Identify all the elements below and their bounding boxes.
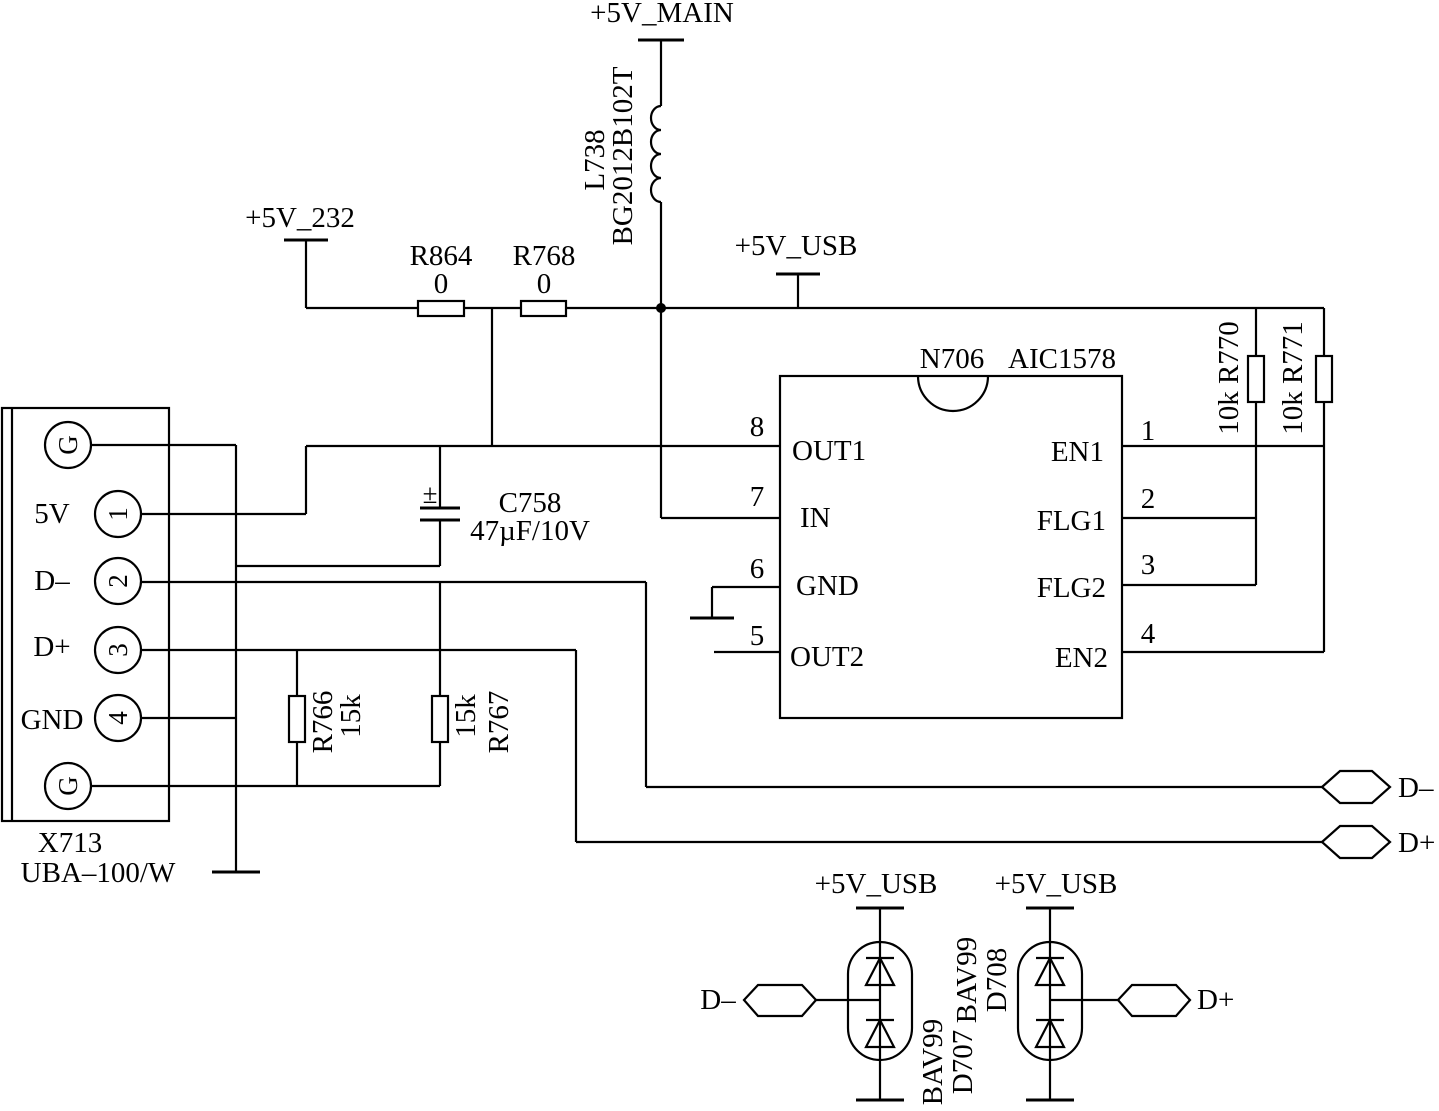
pin-3-name: FLG2 (1037, 572, 1106, 604)
ic-right-wiring (1122, 444, 1324, 654)
rail-5v-main-label: +5V_MAIN (590, 0, 734, 29)
pin-1-label: 5V (34, 498, 70, 530)
x713-part: UBA–100/W (21, 857, 176, 889)
pin-8-num: 8 (750, 411, 765, 443)
pin-8-name: OUT1 (792, 435, 866, 467)
pin-1-num: 1 (1141, 415, 1156, 447)
pin-2-label: D– (34, 565, 70, 597)
pin-5-num: 5 (750, 620, 765, 652)
ic-n706: N706 AIC1578 8 OUT1 7 IN 6 GND 5 OUT2 1 … (750, 343, 1156, 720)
d708-ref: D708 (981, 948, 1013, 1012)
junction-dot (656, 303, 666, 313)
port-dplus-out: D+ (1320, 824, 1435, 860)
pin-5-name: OUT2 (790, 641, 864, 673)
resistor-r864: R864 0 (410, 240, 473, 318)
pin-4-label: GND (21, 704, 84, 736)
r770-label: 10k R770 (1213, 321, 1245, 435)
resistor-r767: 15k R767 (430, 582, 515, 786)
l738-ref: L738 (579, 129, 611, 190)
d708-port-label: D+ (1197, 984, 1234, 1016)
l738-value: BG2012B102T (607, 66, 639, 245)
connector-x713: X713 UBA–100/W G 1 5V 2 D– 3 D+ 4 GND G (0, 406, 176, 889)
rail-5v-232: +5V_232 (245, 202, 355, 308)
pin-4-name: EN2 (1055, 642, 1108, 674)
r864-ref: R864 (410, 240, 473, 272)
rail-5v-232-label: +5V_232 (245, 202, 355, 234)
ic-part: AIC1578 (1008, 343, 1116, 375)
d707-ref: D707 (947, 1030, 979, 1094)
c758-value: 47µF/10V (470, 515, 590, 547)
pin-2-num: 2 (1141, 483, 1156, 515)
r771-label: 10k R771 (1277, 321, 1309, 435)
rail-5v-usb-label: +5V_USB (735, 230, 858, 262)
pin-6-num: 6 (750, 553, 765, 585)
d708-part: BAV99 (951, 937, 983, 1024)
r766-ref: R766 (307, 691, 339, 754)
resistor-r771: 10k R771 (1277, 308, 1334, 652)
r766-value: 15k (335, 694, 367, 738)
d707-rail-label: +5V_USB (815, 868, 938, 900)
r767-value: 15k (450, 694, 482, 738)
main-bus (306, 303, 1324, 313)
pin-g-top-circle: G (53, 435, 83, 455)
resistor-r768: R768 0 (513, 240, 576, 318)
d708-rail-label: +5V_USB (995, 868, 1118, 900)
port-dminus-out: D– (1320, 769, 1434, 805)
d707-part: BAV99 (917, 1019, 949, 1106)
pin-3-circle: 3 (103, 643, 133, 657)
pin-4-num: 4 (1141, 618, 1156, 650)
d707-port-label: D– (700, 984, 736, 1016)
c758-polarity: ± (423, 479, 438, 509)
r770-value: 10k (1213, 391, 1245, 435)
pin-7-name: IN (800, 502, 831, 534)
r771-value: 10k (1277, 391, 1309, 435)
x713-ref: X713 (38, 827, 102, 859)
capacitor-c758: ± C758 47µF/10V (420, 446, 590, 566)
inductor-l738: L738 BG2012B102T (579, 66, 663, 518)
pin-g-bottom-circle: G (53, 776, 83, 796)
r768-value: 0 (537, 268, 552, 300)
r770-ref: R770 (1213, 321, 1245, 384)
pin-1-circle: 1 (103, 507, 133, 521)
connector-wiring (91, 443, 1322, 874)
pin-3-label: D+ (33, 631, 70, 663)
resistor-r770: 10k R770 (1213, 308, 1266, 585)
diode-d708: +5V_USB D+ BAV99 D708 (951, 868, 1234, 1102)
rail-5v-main: +5V_MAIN (590, 0, 734, 106)
rail-5v-usb: +5V_USB (735, 230, 858, 308)
resistor-r766: R766 15k (287, 650, 367, 786)
ic-ref: N706 (920, 343, 984, 375)
r767-ref: R767 (483, 691, 515, 754)
pin-6-name: GND (796, 570, 859, 602)
pin-3-num: 3 (1141, 549, 1156, 581)
r768-ref: R768 (513, 240, 576, 272)
r771-ref: R771 (1277, 321, 1309, 384)
r864-value: 0 (434, 268, 449, 300)
diode-d707: +5V_USB D– BAV99 D707 (700, 868, 979, 1105)
c758-ref: C758 (499, 487, 562, 519)
pin-2-circle: 2 (103, 574, 133, 588)
ic-gnd-wire (690, 585, 780, 620)
pin-2-name: FLG1 (1037, 505, 1106, 537)
pin-7-num: 7 (750, 481, 765, 513)
pin-1-name: EN1 (1051, 436, 1104, 468)
pin-4-circle: 4 (103, 711, 133, 725)
port-dplus-out-label: D+ (1398, 827, 1435, 859)
port-dminus-out-label: D– (1398, 772, 1434, 804)
